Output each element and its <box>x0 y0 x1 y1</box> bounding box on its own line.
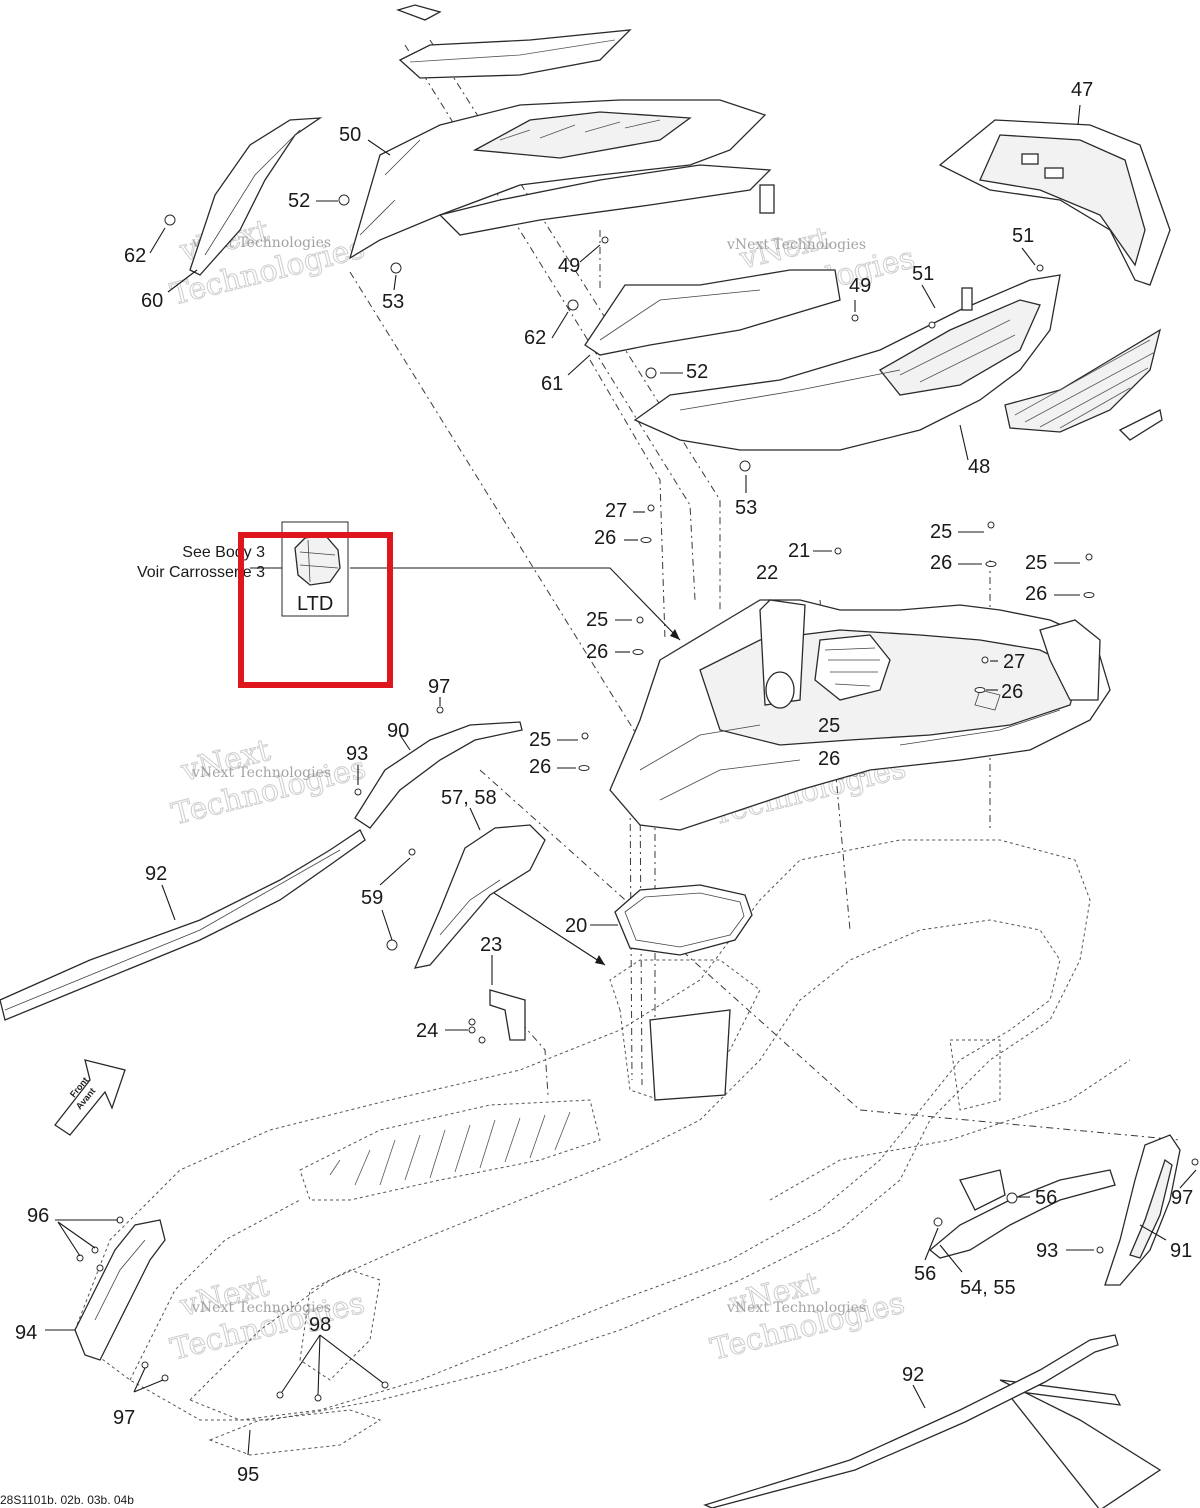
callout-48[interactable]: 48 <box>968 456 990 478</box>
callout-26[interactable]: 26 <box>1025 583 1047 605</box>
callout-21[interactable]: 21 <box>788 540 810 562</box>
front-cap-94 <box>74 1219 166 1361</box>
side-deflector-57-58 <box>413 824 546 969</box>
hull-body <box>74 839 1131 1456</box>
see-body-line2: Voir Carrosserie 3 <box>137 564 265 581</box>
callout-25[interactable]: 25 <box>930 521 952 543</box>
callout-22[interactable]: 22 <box>756 562 778 584</box>
highlight-box <box>238 532 393 688</box>
assembly-lines <box>349 39 1181 1141</box>
front-upper-fairing <box>348 4 775 260</box>
callout-57-58[interactable]: 57, 58 <box>441 787 497 809</box>
callout-27[interactable]: 27 <box>605 500 627 522</box>
watermark-small: vNext Technologies <box>191 765 331 781</box>
callout-20[interactable]: 20 <box>565 915 587 937</box>
callout-54-55[interactable]: 54, 55 <box>960 1277 1016 1299</box>
callout-96[interactable]: 96 <box>27 1205 49 1227</box>
callout-93[interactable]: 93 <box>346 743 368 765</box>
callout-59[interactable]: 59 <box>361 887 383 909</box>
callout-53[interactable]: 53 <box>382 291 404 313</box>
seal-20 <box>614 884 753 956</box>
callout-52[interactable]: 52 <box>686 361 708 383</box>
callout-27[interactable]: 27 <box>1003 651 1025 673</box>
drawing-code: 28S1101b. 02b. 03b. 04b <box>0 1493 134 1507</box>
callout-90[interactable]: 90 <box>387 720 409 742</box>
callout-26[interactable]: 26 <box>529 756 551 778</box>
callout-52[interactable]: 52 <box>288 190 310 212</box>
callout-51[interactable]: 51 <box>912 263 934 285</box>
callout-98[interactable]: 98 <box>309 1314 331 1336</box>
fasteners <box>76 194 1199 1402</box>
callout-25[interactable]: 25 <box>818 715 840 737</box>
rub-strip-left <box>0 721 523 1021</box>
callout-95[interactable]: 95 <box>237 1464 259 1486</box>
watermark-small: vNext Technologies <box>726 237 866 253</box>
leader-lines <box>45 104 1197 1456</box>
callout-labels: 50 47 52 62 60 53 49 51 51 49 62 61 52 4… <box>15 79 1193 1486</box>
callout-26[interactable]: 26 <box>1001 681 1023 703</box>
callout-25[interactable]: 25 <box>1025 552 1047 574</box>
callout-56[interactable]: 56 <box>1035 1187 1057 1209</box>
callout-97[interactable]: 97 <box>1171 1187 1193 1209</box>
callout-26[interactable]: 26 <box>586 641 608 663</box>
callout-97[interactable]: 97 <box>113 1407 135 1429</box>
see-body-line1: See Body 3 <box>182 544 265 561</box>
bracket-23 <box>489 989 526 1041</box>
front-direction-arrow: Front Avant <box>54 1059 126 1136</box>
side-cover-61 <box>584 269 841 356</box>
callout-49[interactable]: 49 <box>849 275 871 297</box>
callout-50[interactable]: 50 <box>339 124 361 146</box>
left-side-panel-60 <box>189 117 323 276</box>
callout-25[interactable]: 25 <box>529 729 551 751</box>
watermark-small: vNext Technologies <box>726 1300 866 1316</box>
callout-26[interactable]: 26 <box>818 748 840 770</box>
callout-92[interactable]: 92 <box>145 863 167 885</box>
watermark-small: vNext Technologies <box>191 1300 331 1316</box>
callout-60[interactable]: 60 <box>141 290 163 312</box>
lower-front-fairing-48 <box>633 274 1061 451</box>
callout-92[interactable]: 92 <box>902 1364 924 1386</box>
callout-51[interactable]: 51 <box>1012 225 1034 247</box>
callout-97[interactable]: 97 <box>428 676 450 698</box>
front-grille <box>1004 328 1163 441</box>
callout-26[interactable]: 26 <box>930 552 952 574</box>
callout-93[interactable]: 93 <box>1036 1240 1058 1262</box>
callout-23[interactable]: 23 <box>480 934 502 956</box>
right-side-parts <box>928 1134 1181 1508</box>
callout-56[interactable]: 56 <box>914 1263 936 1285</box>
callout-62[interactable]: 62 <box>124 245 146 267</box>
callout-49[interactable]: 49 <box>558 255 580 277</box>
headlight-cover-47 <box>938 119 1171 286</box>
callout-62[interactable]: 62 <box>524 327 546 349</box>
callout-91[interactable]: 91 <box>1170 1240 1192 1262</box>
callout-26[interactable]: 26 <box>594 527 616 549</box>
callout-53[interactable]: 53 <box>735 497 757 519</box>
callout-94[interactable]: 94 <box>15 1322 37 1344</box>
callout-61[interactable]: 61 <box>541 373 563 395</box>
rub-strip-right <box>703 1334 1119 1508</box>
callout-47[interactable]: 47 <box>1071 79 1093 101</box>
callout-25[interactable]: 25 <box>586 609 608 631</box>
callout-24[interactable]: 24 <box>416 1020 438 1042</box>
ltd-label: LTD <box>297 593 333 615</box>
